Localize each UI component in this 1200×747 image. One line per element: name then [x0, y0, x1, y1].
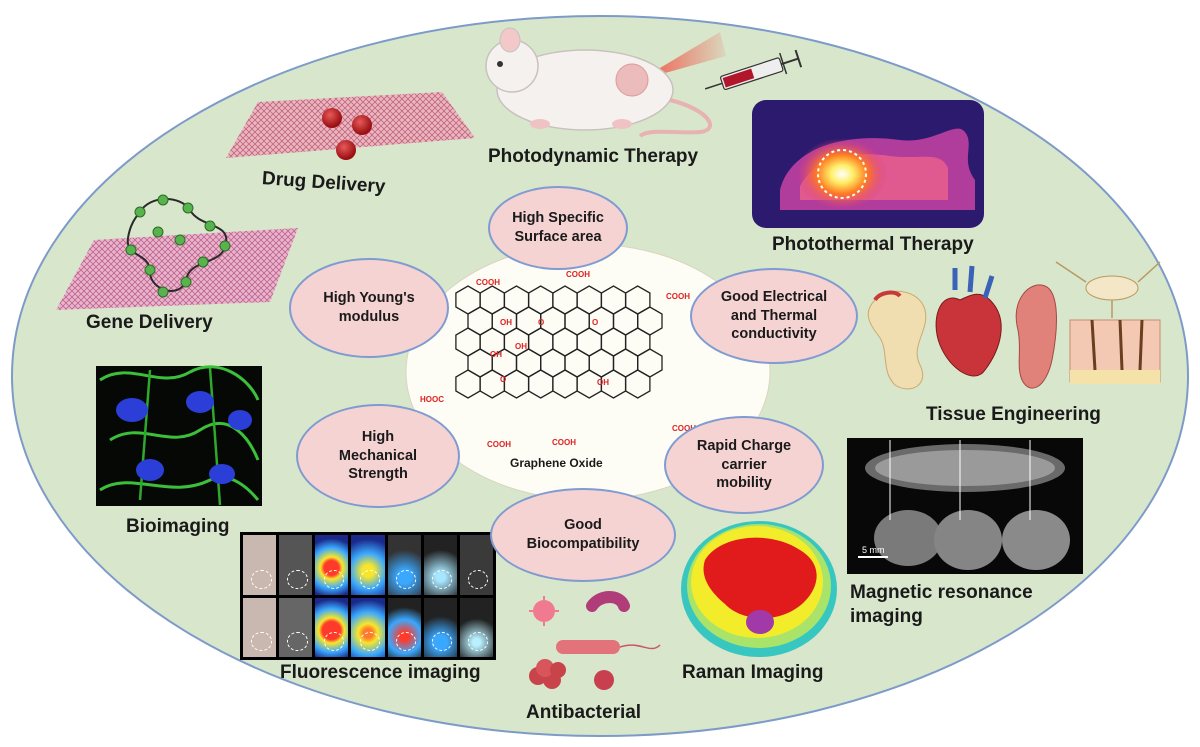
mri-scan-panel: [847, 438, 1083, 574]
fluorescence-thumb: [279, 535, 313, 595]
property-line: Surface area: [514, 229, 602, 245]
label-mri-line2: imaging: [850, 606, 923, 627]
property-high-youngs-modulus: High Young's modulus: [289, 258, 449, 358]
chem-label-cooh: COOH: [476, 278, 500, 287]
label-photodynamic-therapy: Photodynamic Therapy: [488, 146, 699, 167]
mri-scale-label: 5 mm: [862, 545, 885, 555]
gene-delivery-illustration: [56, 194, 298, 310]
property-line: Good Electrical: [720, 288, 828, 305]
fluorescence-thumb: [351, 535, 385, 595]
property-line: Rapid Charge: [696, 437, 792, 454]
property-line: mobility: [716, 475, 772, 492]
label-bioimaging: Bioimaging: [126, 516, 230, 537]
fluorescence-thumb: [387, 597, 421, 657]
fluorescence-panel: [240, 532, 496, 660]
property-line: High: [361, 428, 395, 445]
chem-label-cooh: COOH: [487, 440, 511, 449]
property-rapid-charge-carrier-mobility: Rapid Charge carrier mobility: [664, 416, 824, 514]
chem-label-cooh: COOH: [552, 438, 576, 447]
chem-label-oh: OH: [500, 318, 512, 327]
drug-delivery-illustration: [226, 92, 475, 160]
property-line: Biocompatibility: [526, 536, 640, 552]
chem-label-oh: OH: [597, 378, 609, 387]
graphene-oxide-structure: [455, 285, 663, 399]
chem-label-cooh: COOH: [666, 292, 690, 301]
chem-label-o: O: [500, 375, 507, 384]
raman-image: [681, 521, 837, 657]
fluorescence-thumb: [243, 597, 277, 657]
fluorescence-thumb: [315, 597, 349, 657]
antibacterial-illustration: [529, 591, 661, 690]
chem-label-cooh: COOH: [672, 424, 696, 433]
property-line: High Specific: [512, 210, 604, 227]
lattice-ring: [624, 369, 651, 399]
bioimaging-micrograph: [96, 365, 262, 506]
property-line: and Thermal: [730, 307, 818, 324]
fluorescence-thumb: [351, 597, 385, 657]
property-electrical-thermal-conductivity: Good Electrical and Thermal conductivity: [690, 268, 858, 364]
fluorescence-thumb: [387, 535, 421, 595]
property-line: Strength: [348, 466, 408, 483]
property-line: High Young's: [323, 290, 415, 307]
label-raman-imaging: Raman Imaging: [682, 662, 824, 683]
label-antibacterial: Antibacterial: [526, 702, 642, 723]
label-gene-delivery: Gene Delivery: [86, 312, 213, 333]
property-line: conductivity: [731, 326, 817, 343]
tissue-engineering-illustration: [867, 261, 1161, 390]
chem-label-cooh: COOH: [566, 270, 590, 279]
chem-label-oh: OH: [515, 342, 527, 351]
fluorescence-thumb: [279, 597, 313, 657]
photodynamic-mouse-illustration: [485, 27, 803, 138]
chem-label-o: O: [538, 318, 545, 327]
property-line: carrier: [721, 456, 767, 473]
fluorescence-thumb: [315, 535, 349, 595]
property-line: Good: [564, 517, 602, 534]
fluorescence-thumb: [423, 535, 457, 595]
fluorescence-thumb: [243, 535, 277, 595]
label-tissue-engineering: Tissue Engineering: [926, 404, 1101, 425]
graphene-oxide-title: Graphene Oxide: [510, 456, 603, 470]
label-photothermal-therapy: Photothermal Therapy: [772, 234, 974, 255]
fluorescence-thumb: [423, 597, 457, 657]
label-fluorescence-imaging: Fluorescence imaging: [280, 662, 481, 683]
photothermal-image: [752, 100, 984, 228]
property-line: modulus: [338, 309, 400, 325]
fluorescence-thumb: [459, 535, 493, 595]
chem-label-oh: OH: [490, 350, 502, 359]
property-line: Mechanical: [338, 447, 418, 464]
chem-label-o: O: [592, 318, 599, 327]
fluorescence-thumb: [459, 597, 493, 657]
chem-label-hooc: HOOC: [420, 395, 444, 404]
label-mri-line1: Magnetic resonance: [850, 582, 1033, 603]
